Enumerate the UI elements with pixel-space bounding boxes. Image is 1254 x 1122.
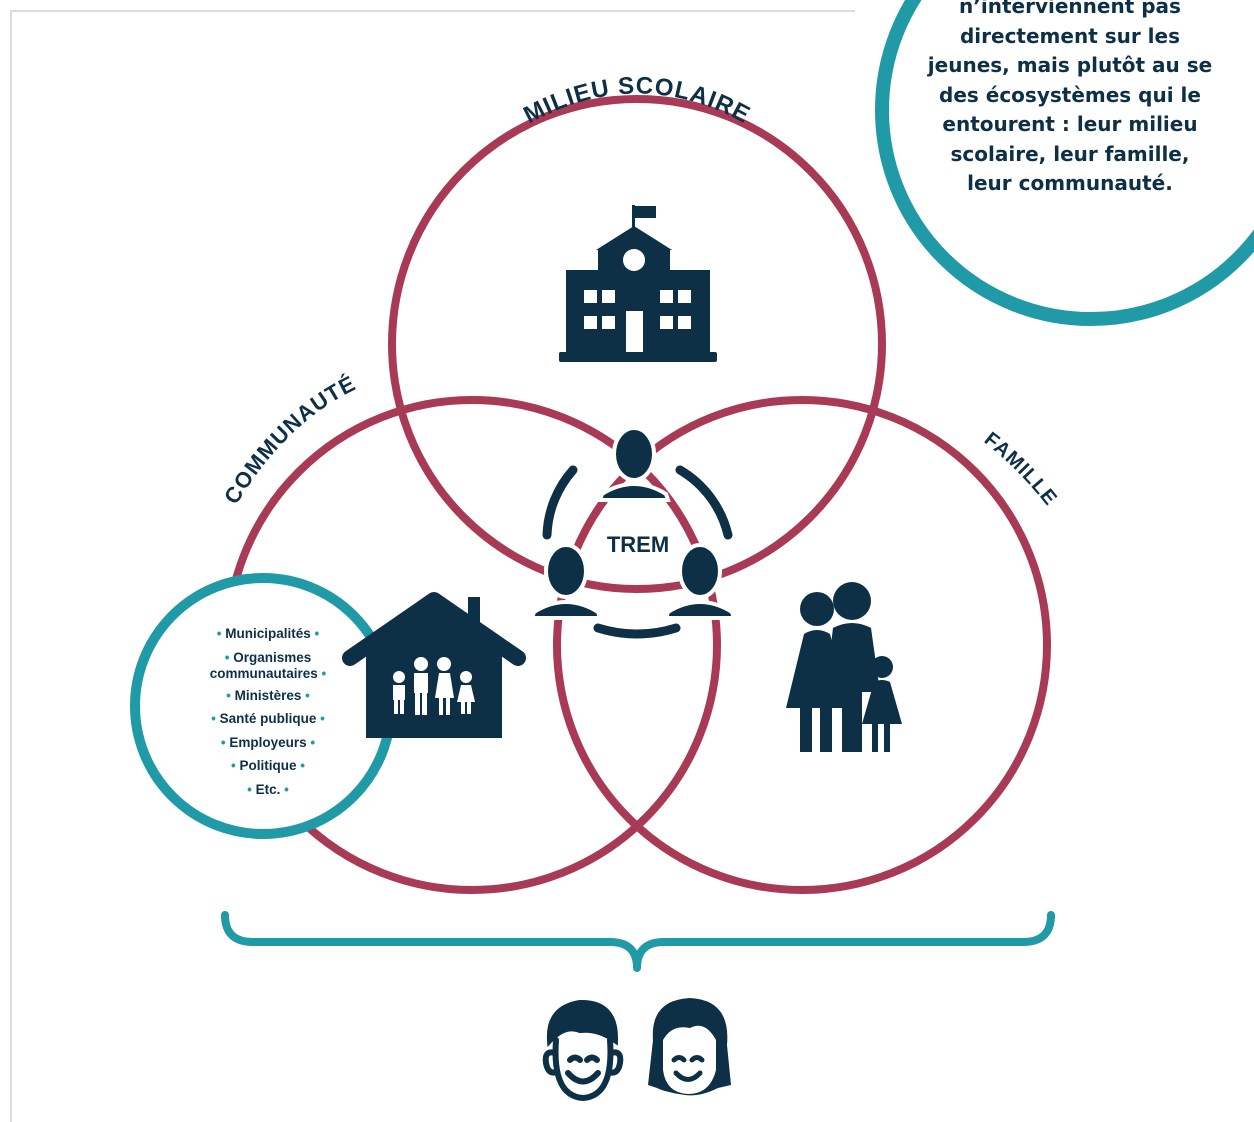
callout-text: n’interviennent pas directement sur les je… — [870, 0, 1254, 199]
organization-item: • Municipalités • — [216, 626, 320, 641]
famille-circle — [553, 396, 1051, 894]
callout-line: n’interviennent pas — [870, 0, 1254, 22]
organization-item: • Etc. • — [247, 781, 289, 797]
trem-label: TREM — [606, 532, 670, 557]
trem-people-icon — [529, 426, 737, 639]
organization-item: • Santé publique • — [211, 711, 325, 726]
house-family-icon — [342, 592, 526, 738]
famille-label: FAMILLE — [980, 428, 1061, 510]
callout-segment: jeunes, mais plutôt au se — [927, 53, 1213, 77]
organization-item: • Ministères • — [226, 687, 310, 703]
school-icon — [559, 205, 717, 362]
brace-icon — [221, 911, 1055, 972]
frame-left-border — [10, 10, 12, 1122]
callout-segment: famille — [1104, 141, 1182, 166]
callout-line: des écosystèmes qui le — [870, 81, 1254, 111]
frame-top-border — [10, 10, 855, 12]
organization-item: • Employeurs • — [220, 734, 316, 750]
callout-segment: milieu — [1128, 112, 1198, 136]
callout-segment: directement sur les — [959, 23, 1181, 48]
callout-segment: communauté — [1018, 171, 1166, 195]
milieu-scolaire-circle — [388, 95, 886, 593]
organization-item: • Organismes communautaires • — [209, 649, 327, 681]
callout-segment: scolaire — [950, 141, 1039, 166]
boy-face-icon — [542, 999, 624, 1102]
callout-segment: des écosystèmes qui le — [939, 82, 1201, 107]
callout-line: entourent : leur milieu — [870, 110, 1254, 140]
family-icon — [786, 582, 902, 752]
organizations-list: • Municipalités • • Organismes communauta… — [188, 626, 348, 805]
organization-item: • Politique • — [231, 758, 305, 773]
callout-segment: entourent : leur — [942, 112, 1129, 136]
callout-segment: . — [1165, 171, 1173, 195]
callout-line: directement sur les — [870, 22, 1254, 52]
callout-line: jeunes, mais plutôt au se — [870, 51, 1254, 81]
callout-line: leur communauté. — [870, 169, 1254, 199]
girl-face-icon — [648, 998, 731, 1096]
callout-segment: n’interviennent pas — [959, 0, 1181, 18]
callout-segment: leur — [967, 171, 1019, 195]
callout-segment: , — [1181, 141, 1190, 166]
callout-line: scolaire, leur famille, — [870, 140, 1254, 170]
callout-bubble — [875, 0, 1254, 326]
callout-segment: , leur — [1038, 141, 1105, 166]
